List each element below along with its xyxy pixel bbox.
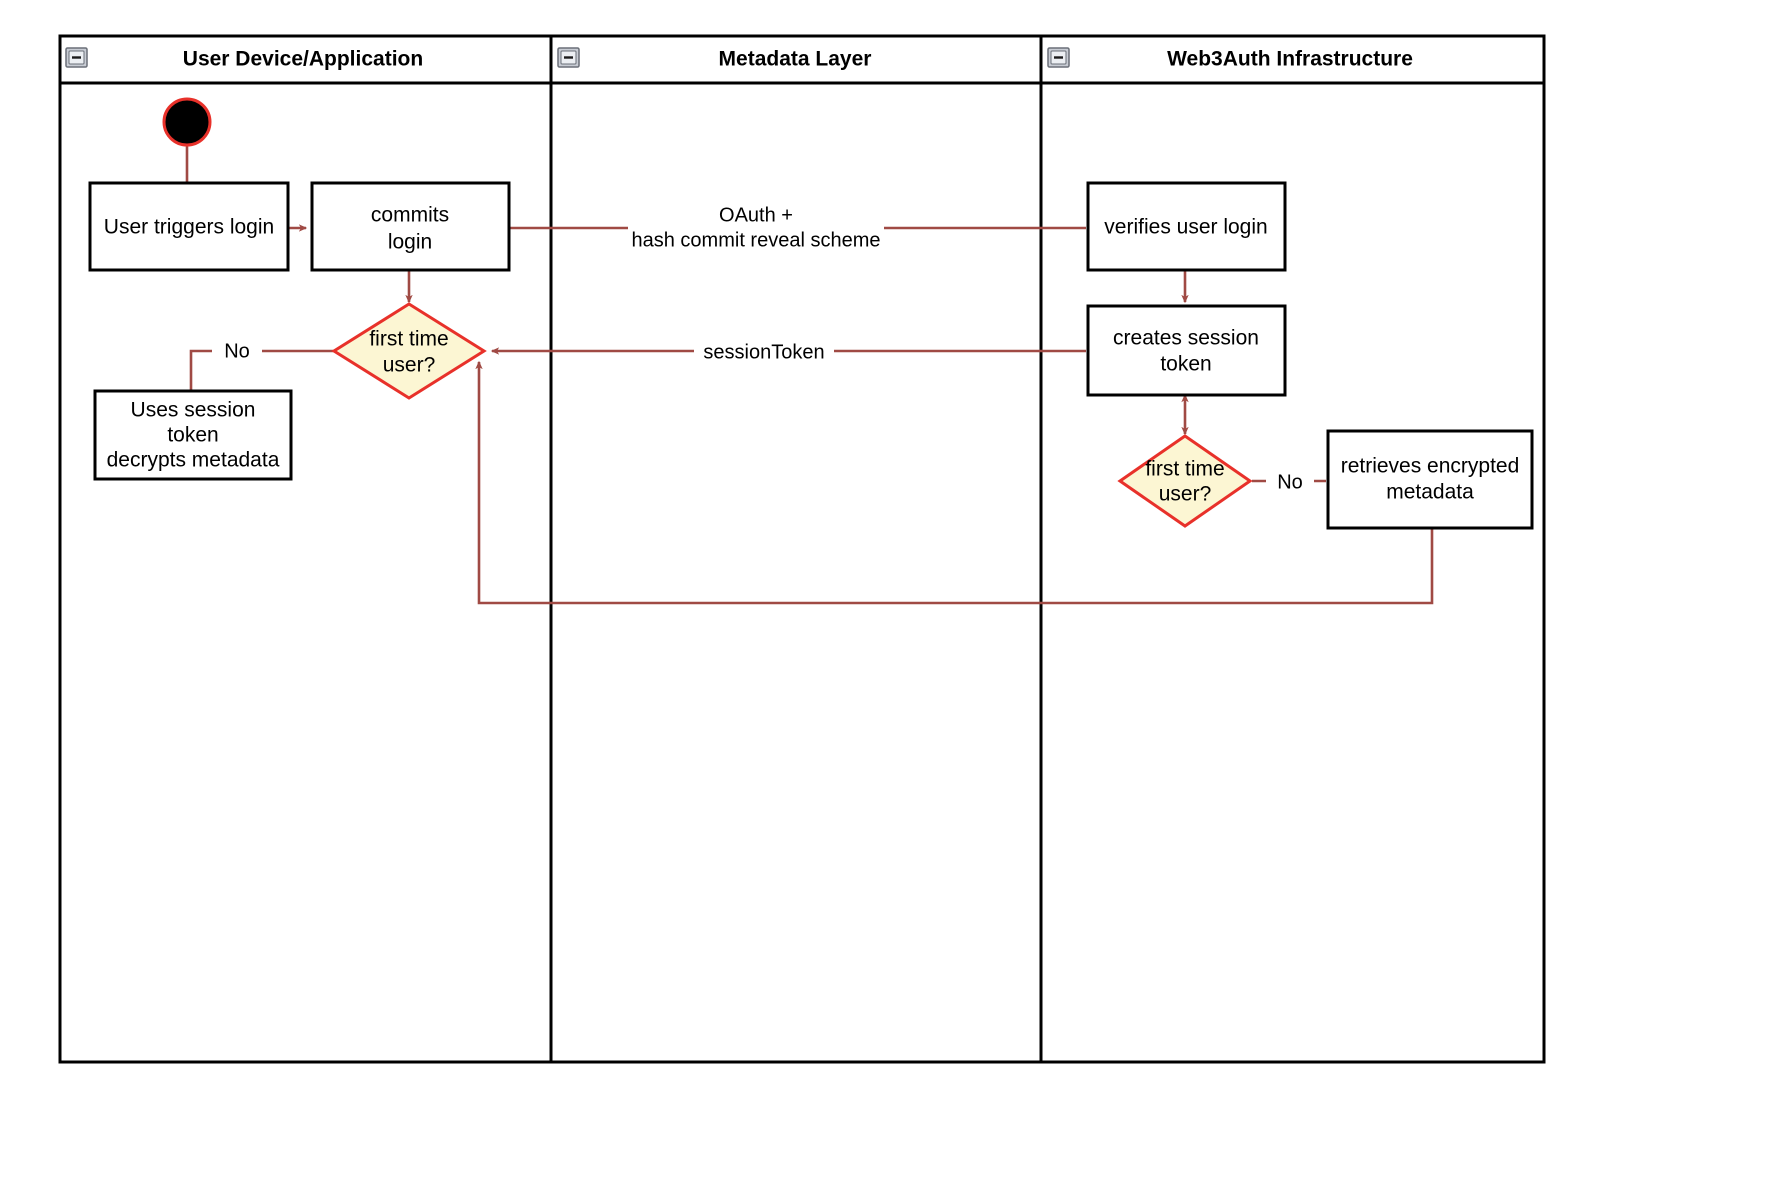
lane-header-user-device[interactable]: User Device/Application <box>65 47 423 71</box>
action-box-creates-session-token[interactable] <box>1086 304 1287 397</box>
node-label-uses-session-token-line1: Uses session <box>131 399 256 422</box>
lane-title-user-device: User Device/Application <box>183 48 423 71</box>
node-label-verifies-user-login: verifies user login <box>1104 216 1267 239</box>
edge-label-oauth-line1: OAuth + <box>719 204 793 226</box>
node-label-first-time-user-server-line1: first time <box>1145 458 1224 481</box>
action-box-commits-login[interactable] <box>310 181 511 272</box>
action-box-user-triggers-login[interactable] <box>88 181 290 272</box>
node-label-retrieves-encrypted-metadata-line2: metadata <box>1386 481 1474 504</box>
node-label-first-time-user-server-line2: user? <box>1159 483 1212 506</box>
node-label-commits-login-line2: login <box>388 231 432 254</box>
node-label-creates-session-token-line2: token <box>1160 353 1211 376</box>
node-label-first-time-user-client-line2: user? <box>383 354 436 377</box>
decision-diamond-first-time-user-server[interactable] <box>1117 434 1253 528</box>
lane-header-web3auth[interactable]: Web3Auth Infrastructure <box>1047 47 1413 71</box>
edge-label-no-client: No <box>224 340 250 362</box>
node-label-retrieves-encrypted-metadata-line1: retrieves encrypted <box>1341 455 1520 478</box>
node-uses-session-token[interactable]: Uses session token decrypts metadata <box>93 389 293 481</box>
edge-decision-client-no: No <box>189 339 343 391</box>
edge-label-oauth-line2: hash commit reveal scheme <box>632 229 881 251</box>
lane-header-metadata[interactable]: Metadata Layer <box>557 47 872 71</box>
edge-label-sessiontoken: sessionToken <box>703 341 824 363</box>
node-first-time-user-client[interactable]: first time user? <box>331 302 487 400</box>
lane-title-metadata: Metadata Layer <box>719 48 872 71</box>
node-label-uses-session-token-line3: decrypts metadata <box>107 449 280 472</box>
node-label-uses-session-token-line2: token <box>167 424 218 447</box>
swimlane-pool <box>58 34 1546 1064</box>
node-label-creates-session-token-line1: creates session <box>1113 327 1259 350</box>
node-label-user-triggers-login: User triggers login <box>104 216 274 239</box>
node-start[interactable] <box>162 97 212 147</box>
edge-label-no-server: No <box>1277 471 1303 493</box>
action-box-uses-session-token[interactable] <box>93 389 293 481</box>
edge-retrieves-to-decision-client <box>475 360 1434 605</box>
node-label-commits-login-line1: commits <box>371 204 449 227</box>
node-verifies-user-login[interactable]: verifies user login <box>1086 181 1287 272</box>
pool-outer-border <box>58 34 1546 1064</box>
node-creates-session-token[interactable]: creates session token <box>1086 304 1287 397</box>
lane-title-web3auth: Web3Auth Infrastructure <box>1167 48 1413 71</box>
node-user-triggers-login[interactable]: User triggers login <box>88 181 290 272</box>
node-commits-login[interactable]: commits login <box>310 181 511 272</box>
node-label-first-time-user-client-line1: first time <box>369 328 448 351</box>
edge-creates-to-decision-client: sessionToken <box>490 340 1086 366</box>
node-retrieves-encrypted-metadata[interactable]: retrieves encrypted metadata <box>1326 429 1534 530</box>
edge-decision-server-no: No <box>1252 469 1326 494</box>
action-box-verifies-user-login[interactable] <box>1086 181 1287 272</box>
action-box-retrieves-encrypted-metadata[interactable] <box>1326 429 1534 530</box>
initial-node-circle[interactable] <box>162 97 212 147</box>
node-first-time-user-server[interactable]: first time user? <box>1117 434 1253 528</box>
edge-commits-to-verifies: OAuth + hash commit reveal scheme <box>509 202 1086 254</box>
decision-diamond-first-time-user-client[interactable] <box>331 302 487 400</box>
